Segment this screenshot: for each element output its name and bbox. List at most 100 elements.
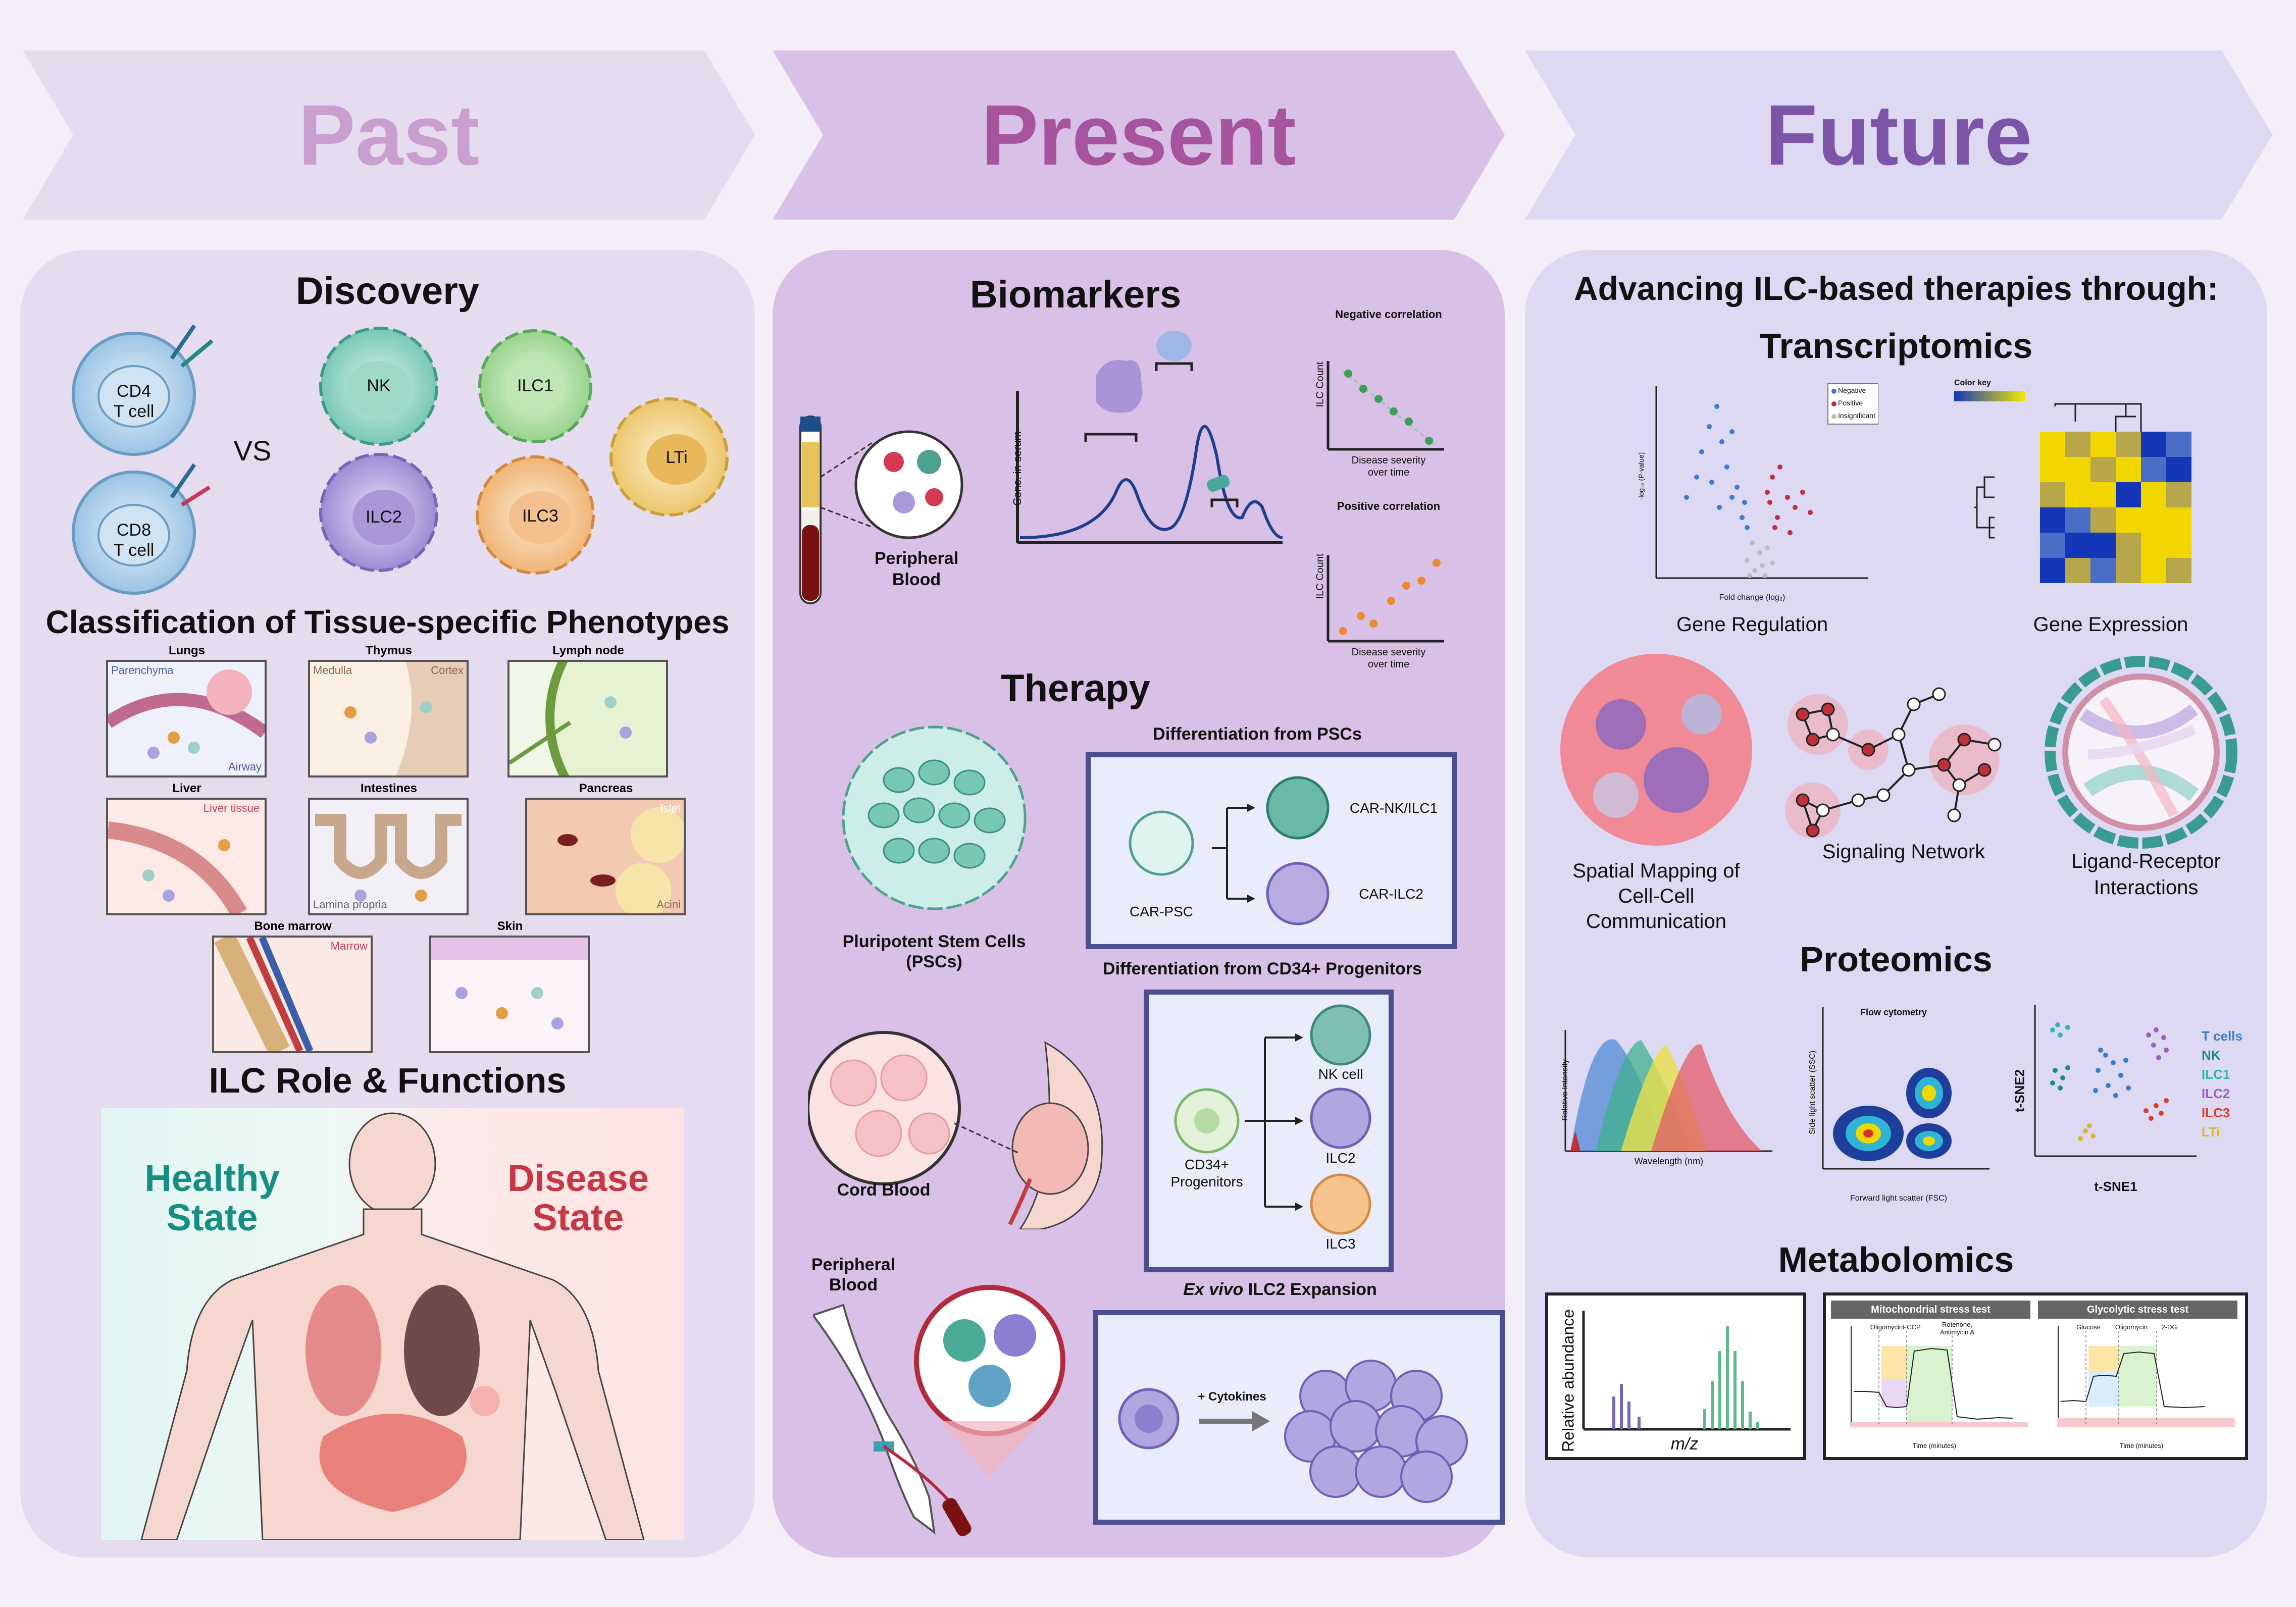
ilc2-cell xyxy=(319,453,438,572)
diff-psc-box: CAR-PSC CAR-NK/ILC1 CAR-ILC2 xyxy=(1086,752,1457,949)
tsne-legend-ilc2: ILC2 xyxy=(2202,1086,2230,1101)
flow-ylabel: Side light scatter (SSC) xyxy=(1808,1050,1817,1135)
pos-corr-title: Positive correlation xyxy=(1337,500,1441,512)
color-key-bar xyxy=(1954,391,2025,401)
intestines-illustration xyxy=(315,814,462,902)
gene-regulation-label: Gene Regulation xyxy=(1676,613,1828,636)
flow-xlabel: Forward light scatter (FSC) xyxy=(1850,1194,1948,1203)
future-title: Advancing ILC-based therapies through: xyxy=(1573,270,2219,307)
pos-corr-ylabel: ILC Count xyxy=(1314,553,1326,599)
mito-inj-oligo: Oligomycin xyxy=(1870,1323,1903,1331)
tsne-legend-lti: LTi xyxy=(2202,1124,2220,1139)
car-nk-label: CAR-NK/ILC1 xyxy=(1349,800,1438,816)
ms-ylabel: Relative abundance xyxy=(1559,1309,1577,1452)
cord-blood-illustration xyxy=(808,1031,1103,1229)
flow-cytometry-plot xyxy=(1822,1007,1989,1170)
volcano-xlabel: Fold change (log₂) xyxy=(1719,593,1785,602)
era-past-label: Past xyxy=(298,87,480,183)
mito-inj-fccp: FCCP xyxy=(1903,1323,1921,1331)
ms-xlabel: m/z xyxy=(1670,1434,1699,1454)
tissue-thymus: Medulla Cortex xyxy=(308,660,469,777)
biomarkers-graphics xyxy=(799,331,1444,643)
tissue-lymph-name: Lymph node xyxy=(552,644,624,657)
bone-illustration xyxy=(214,932,314,1056)
tissue-intestines-name: Intestines xyxy=(360,782,418,795)
signaling-network xyxy=(1785,687,2002,838)
bone-marrow-label: Marrow xyxy=(330,940,368,952)
ilc1-cell xyxy=(478,329,592,443)
future-panel: Advancing ILC-based therapies through: T… xyxy=(1525,250,2267,1558)
glyco-inj-glucose: Glucose xyxy=(2076,1323,2101,1331)
glyco-xlabel: Time (minutes) xyxy=(2119,1442,2164,1449)
tsne-ylabel: t-SNE2 xyxy=(2012,1069,2027,1113)
spectrum-ylabel: Relative Intensity xyxy=(1561,1059,1569,1121)
volcano-legend-pos: Positive xyxy=(1838,399,1863,407)
cytokines-label: + Cytokines xyxy=(1198,1390,1266,1404)
ilc3-label: ILC3 xyxy=(522,506,558,526)
mito-inj-rot: Rotenone, Antimycin A xyxy=(1940,1321,1974,1336)
thymus-medulla: Medulla xyxy=(313,664,352,677)
tissue-lungs: Parenchyma Airway xyxy=(104,660,269,777)
vs-label: VS xyxy=(233,435,272,466)
lti-cell xyxy=(609,397,729,516)
lti-label: LTi xyxy=(666,448,688,467)
skin-illustration xyxy=(431,938,588,1029)
ilc2-label: ILC2 xyxy=(366,507,402,527)
lungs-parenchyma: Parenchyma xyxy=(111,664,174,677)
glyco-inj-oligo: Oligomycin xyxy=(2115,1323,2148,1331)
tissue-thymus-name: Thymus xyxy=(365,644,412,657)
pancreas-acini: Acini xyxy=(656,898,681,911)
liver-tissue-label: Liver tissue xyxy=(203,802,260,814)
header-past: Past xyxy=(23,50,755,220)
lungs-illustration xyxy=(104,669,269,759)
cord-blood-label: Cord Blood xyxy=(837,1180,931,1200)
glyco-chart xyxy=(2058,1326,2235,1427)
ilc1-label: ILC1 xyxy=(517,376,553,395)
color-key-label: Color key xyxy=(1954,379,1991,387)
tsne-legend-ilc3: ILC3 xyxy=(2202,1105,2230,1120)
car-psc-label: CAR-PSC xyxy=(1129,904,1193,919)
transcriptomics-title: Transcriptomics xyxy=(1759,326,2033,366)
thymus-cortex: Cortex xyxy=(431,664,464,677)
tissue-intestines: Lamina propria xyxy=(308,798,469,915)
neg-corr-ylabel: ILC Count xyxy=(1314,361,1326,407)
mito-chart xyxy=(1851,1326,2028,1427)
diff-cd34-box: CD34+Progenitors NK cell ILC2 ILC3 xyxy=(1144,990,1394,1272)
tissue-liver-name: Liver xyxy=(172,782,201,795)
spectrum-xlabel: Wavelength (nm) xyxy=(1634,1156,1704,1166)
cd34-label: CD34+Progenitors xyxy=(1170,1157,1243,1189)
spatial-map xyxy=(1560,654,1752,846)
conc-axis-label: Conc. in serum xyxy=(1011,431,1024,506)
lungs-airway: Airway xyxy=(228,760,262,773)
tsne-legend-tcells: T cells xyxy=(2202,1028,2242,1044)
volcano-ylabel: -log₁₀ (P-value) xyxy=(1637,452,1645,500)
spectrum-plot xyxy=(1564,1030,1772,1152)
nk-label: NK xyxy=(367,376,391,395)
biomarkers-title: Biomarkers xyxy=(970,273,1182,316)
signaling-label: Signaling Network xyxy=(1822,841,1985,863)
ilc3-cell xyxy=(476,455,595,575)
tissue-pancreas-name: Pancreas xyxy=(579,782,633,795)
pancreas-illustration xyxy=(557,807,686,918)
discovery-cells xyxy=(72,324,729,595)
tissue-bone-name: Bone marrow xyxy=(254,919,332,933)
era-present-label: Present xyxy=(981,87,1296,183)
tissue-skin xyxy=(429,936,590,1053)
cd34-ilc2-label: ILC2 xyxy=(1325,1150,1356,1166)
ligand-receptor-circos xyxy=(2045,656,2237,849)
era-future-label: Future xyxy=(1765,87,2032,183)
thymus-illustration xyxy=(344,662,467,775)
classification-title: Classification of Tissue-specific Phenot… xyxy=(45,604,730,640)
diff-cd34-title: Differentiation from CD34+ Progenitors xyxy=(1103,959,1422,978)
tsne-legend-nk: NK xyxy=(2202,1048,2221,1063)
pancreas-islet: Islet xyxy=(660,802,681,814)
volcano-plot xyxy=(1655,383,1878,579)
